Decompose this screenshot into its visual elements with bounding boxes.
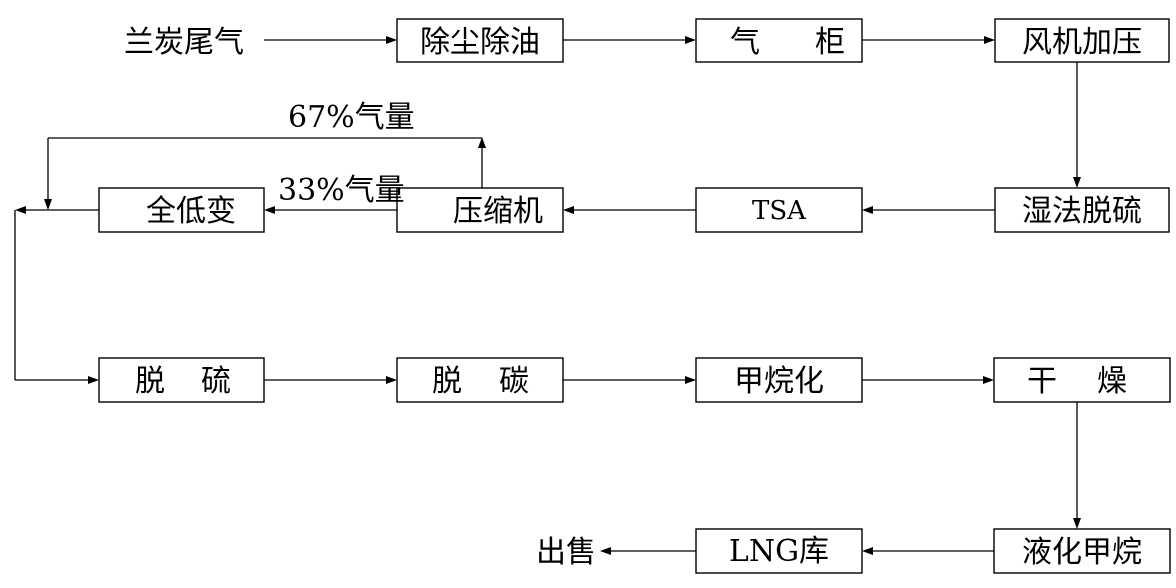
node-desulfurization bbox=[98, 357, 265, 403]
arrow-source-to-dust bbox=[386, 36, 397, 44]
node-lng-label: LNG库 bbox=[729, 534, 829, 569]
arrow-decarb-to-methanation bbox=[685, 376, 696, 384]
node-compressor bbox=[396, 187, 564, 233]
node-shift-label: 全低变 bbox=[146, 194, 236, 229]
label-67-percent: 67%气量 bbox=[288, 100, 415, 135]
node-gasholder-label-1: 气 bbox=[730, 25, 760, 60]
arrow-merge-to-desulf bbox=[88, 376, 99, 384]
arrow-drying-to-liquefaction bbox=[1073, 518, 1081, 529]
node-gasholder bbox=[695, 18, 863, 63]
node-liquefaction-label: 液化甲烷 bbox=[1022, 535, 1142, 570]
node-methanation-label: 甲烷化 bbox=[734, 364, 824, 399]
node-desulf-label-1: 脱 bbox=[135, 364, 165, 399]
node-drying-label-1: 干 bbox=[1027, 364, 1057, 399]
source-label: 兰炭尾气 bbox=[124, 25, 244, 60]
node-wet-desulf-label: 湿法脱硫 bbox=[1022, 194, 1142, 229]
arrow-liquefaction-to-lng bbox=[862, 547, 873, 555]
sink-label: 出售 bbox=[536, 535, 596, 570]
node-tsa bbox=[695, 187, 863, 233]
node-methane-liquefaction bbox=[993, 528, 1171, 574]
node-fan-pressurization bbox=[994, 18, 1170, 63]
arrow-bypass-up bbox=[478, 137, 486, 148]
node-decarb-label-2: 碳 bbox=[499, 364, 529, 399]
arrow-methanation-to-drying bbox=[983, 376, 994, 384]
label-33-percent: 33%气量 bbox=[278, 173, 405, 208]
node-methanation bbox=[695, 357, 863, 403]
arrow-shift-to-merge bbox=[15, 206, 26, 214]
arrow-bypass-down bbox=[44, 199, 52, 210]
node-drying-label-2: 燥 bbox=[1097, 364, 1127, 399]
arrow-wet-desulf-to-tsa bbox=[862, 206, 873, 214]
node-drying bbox=[993, 357, 1171, 403]
node-dust-oil-label: 除尘除油 bbox=[420, 25, 540, 60]
arrow-lng-to-sale bbox=[600, 547, 611, 555]
arrow-fan-to-wet-desulf bbox=[1073, 177, 1081, 188]
arrow-compressor-to-shift bbox=[264, 206, 275, 214]
node-full-low-temp-shift bbox=[98, 187, 265, 233]
arrow-desulf-to-decarb bbox=[386, 376, 397, 384]
node-lng-storage bbox=[695, 528, 863, 574]
node-gasholder-label-2: 柜 bbox=[815, 25, 845, 60]
node-tsa-label: TSA bbox=[752, 196, 807, 226]
node-decarbonization bbox=[396, 357, 564, 403]
arrow-dust-to-gasholder bbox=[685, 36, 696, 44]
node-decarb-label-1: 脱 bbox=[432, 364, 462, 399]
node-compressor-label: 压缩机 bbox=[453, 194, 543, 229]
node-fan-label: 风机加压 bbox=[1022, 25, 1142, 60]
node-desulf-label-2: 硫 bbox=[201, 364, 231, 399]
arrow-gasholder-to-fan bbox=[984, 36, 995, 44]
arrow-tsa-to-compressor bbox=[563, 206, 574, 214]
